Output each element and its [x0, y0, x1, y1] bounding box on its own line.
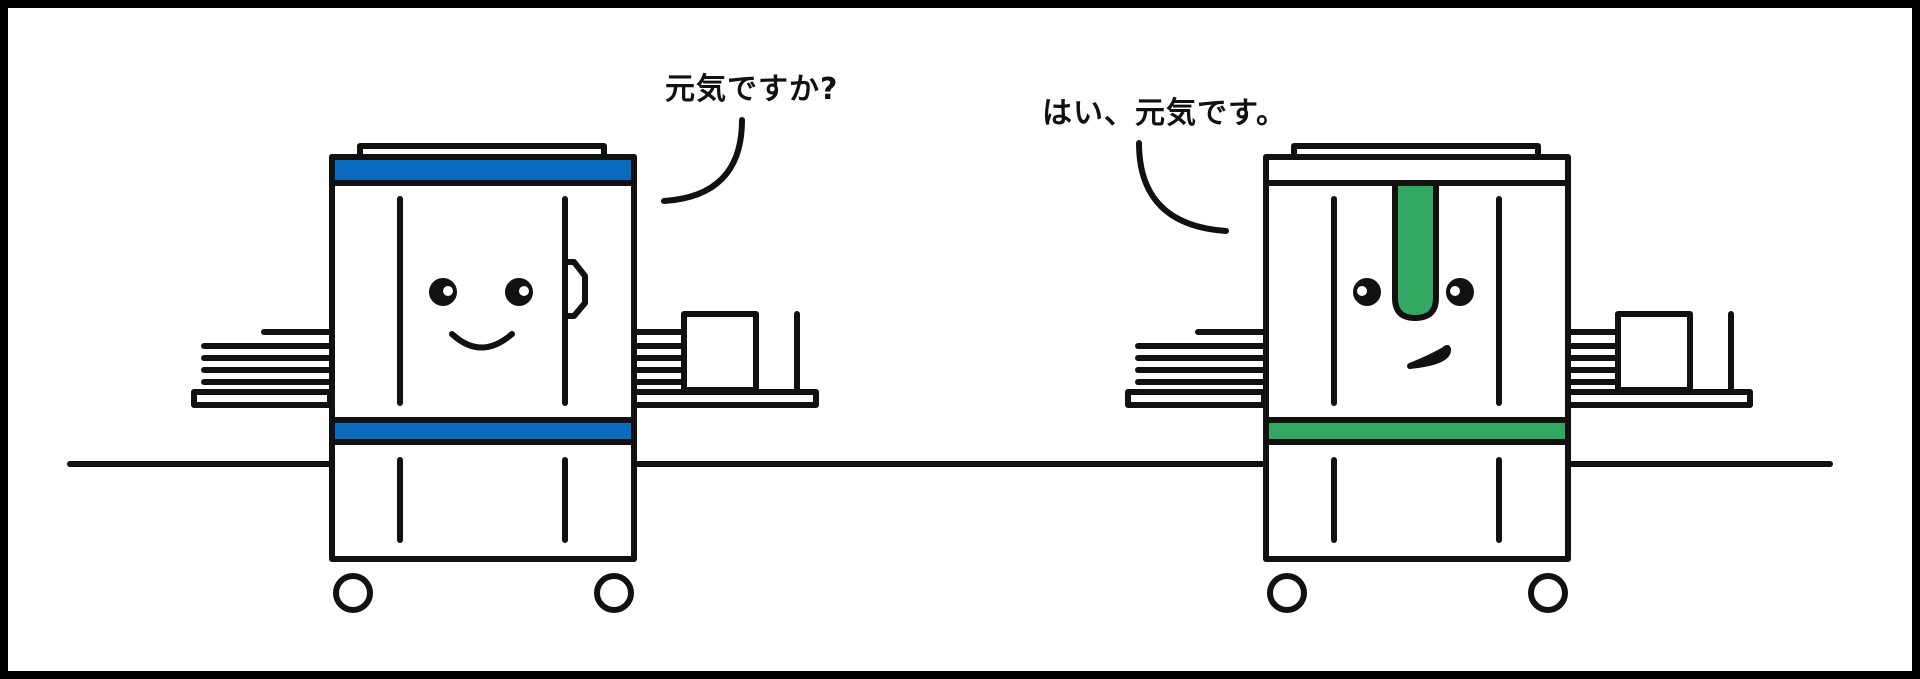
right-mid-band — [1263, 417, 1571, 445]
right-paper-box — [1615, 311, 1693, 393]
right-speech-tail — [1136, 140, 1229, 234]
left-printer-body — [329, 154, 637, 562]
left-wheel-front — [333, 573, 373, 613]
left-speech-tail — [661, 117, 745, 204]
left-paper-box — [681, 311, 759, 393]
left-wheel-back — [594, 573, 634, 613]
right-wheel-back — [1528, 573, 1568, 613]
right-green-strip — [1392, 180, 1439, 321]
left-mid-band — [329, 417, 637, 445]
right-mouth — [1407, 345, 1451, 369]
right-speech-text: はい、元気です。 — [1042, 96, 1287, 131]
left-speech-text: 元気ですか? — [665, 72, 839, 107]
right-wheel-front — [1267, 573, 1307, 613]
left-top-band — [329, 154, 637, 186]
left-face — [429, 278, 533, 351]
right-face — [1353, 180, 1474, 369]
left-printer — [191, 143, 819, 613]
